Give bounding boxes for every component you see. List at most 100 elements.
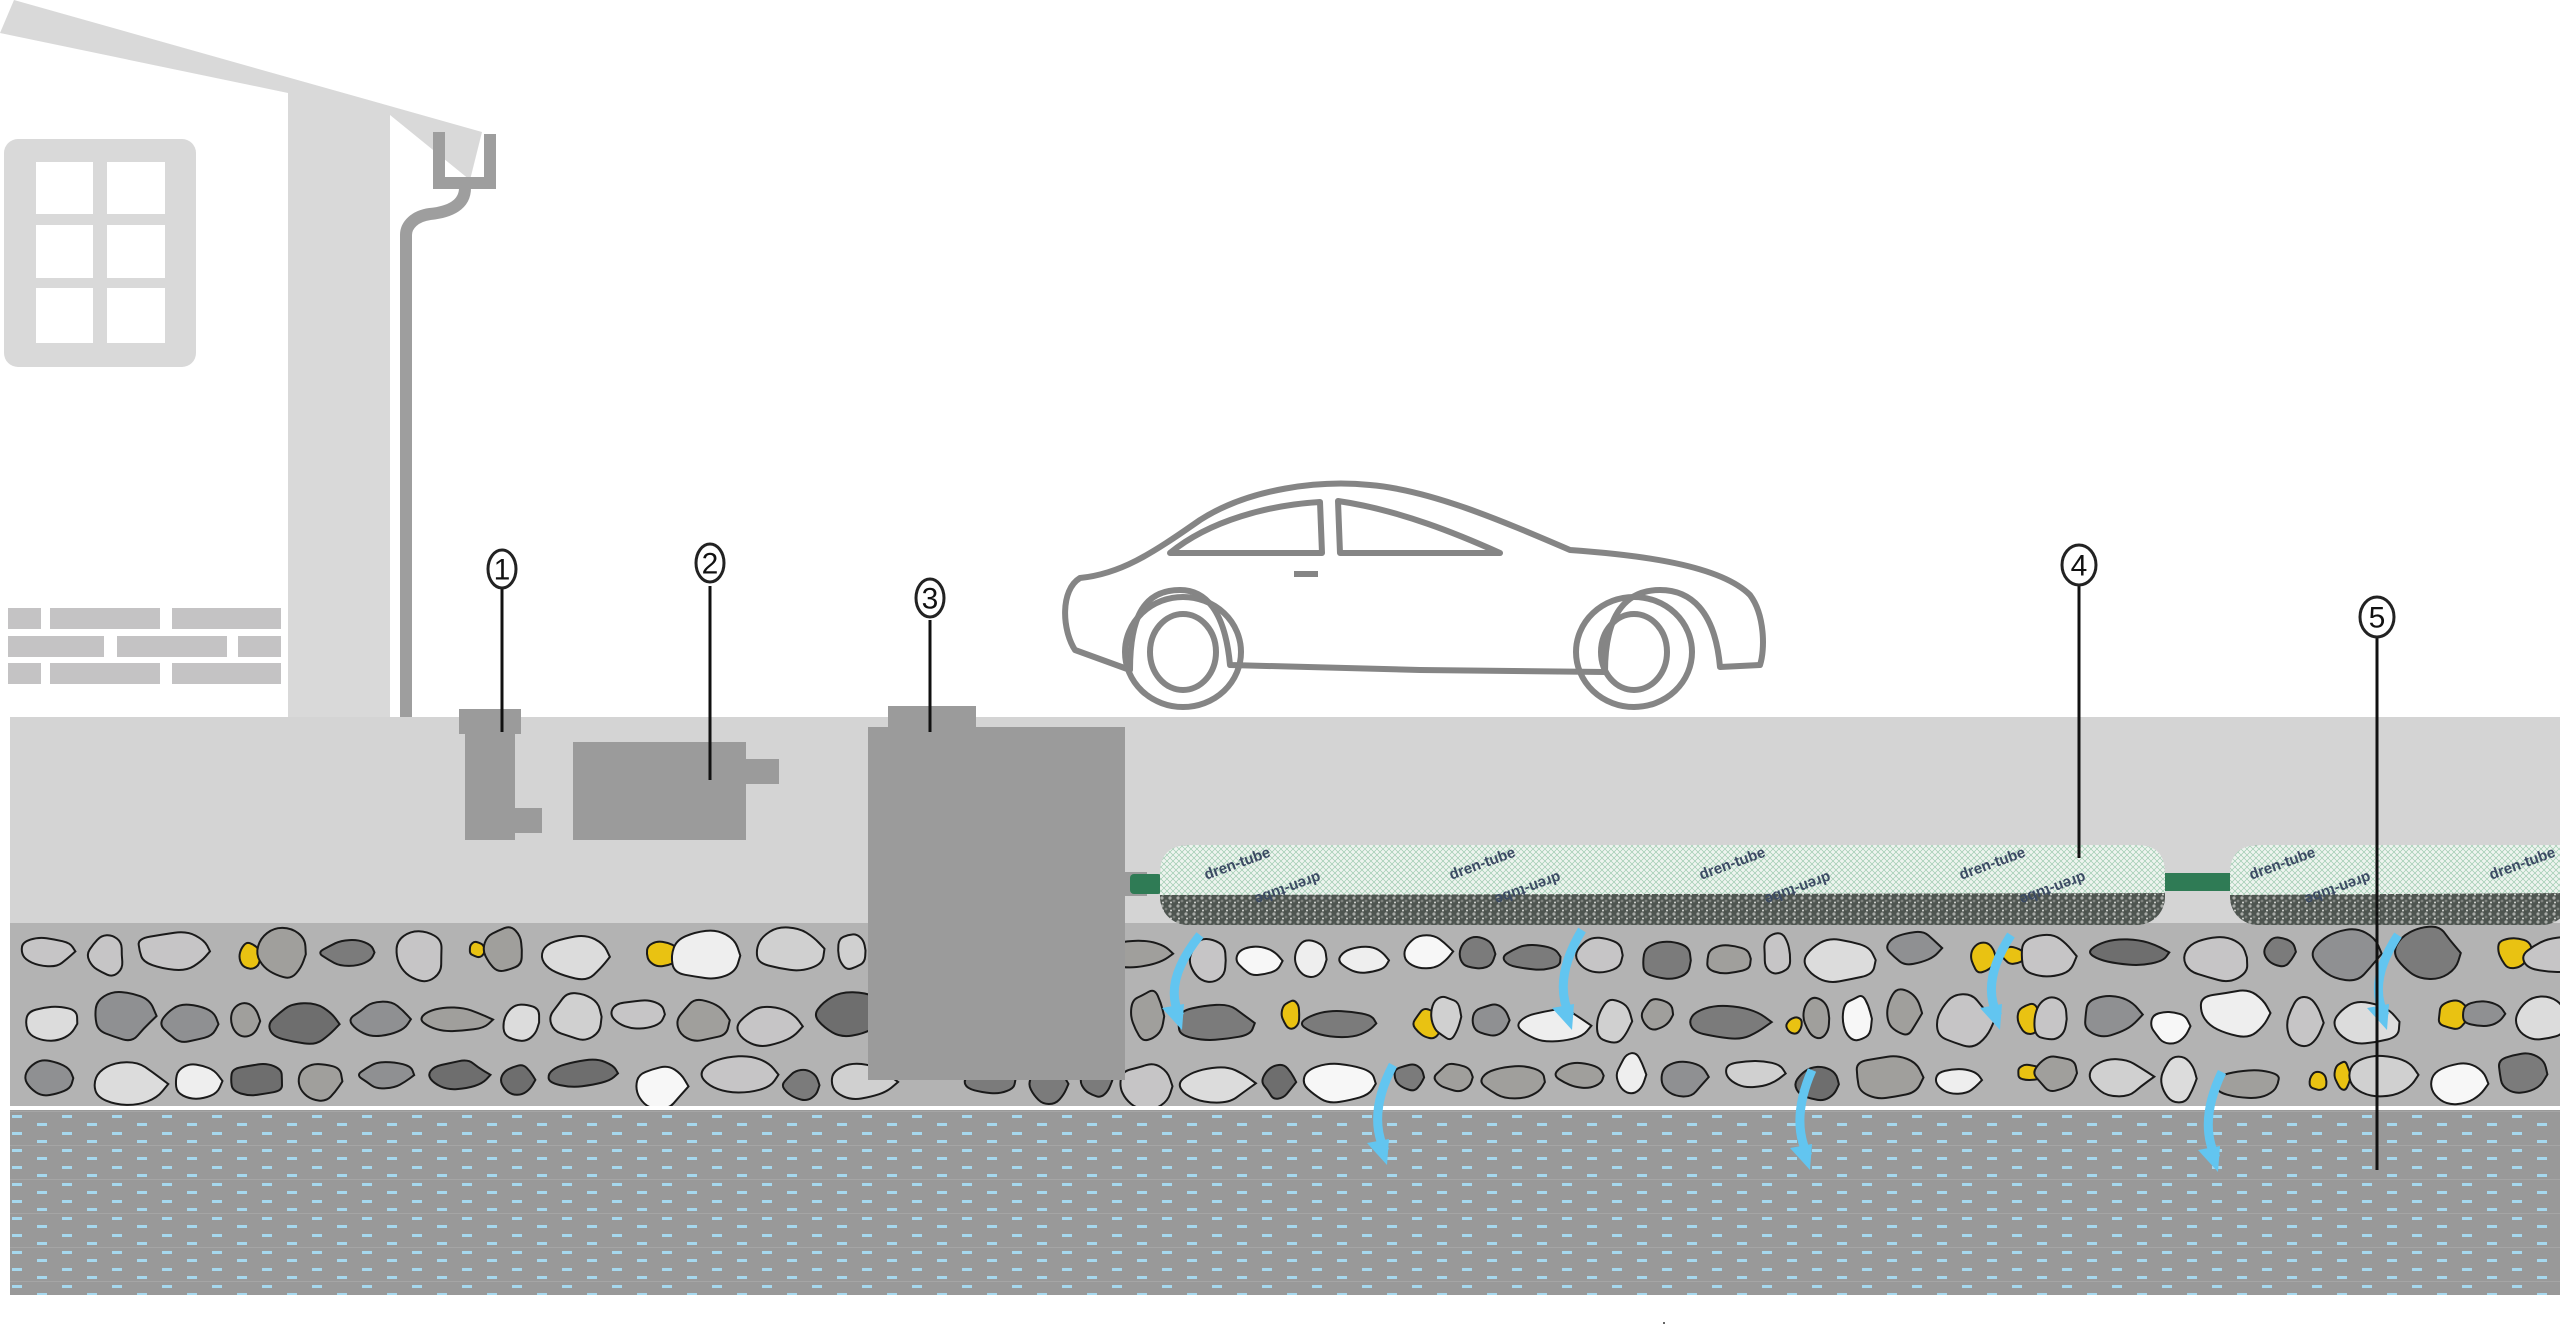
gravel-stone bbox=[2311, 928, 2383, 982]
callout-1: 1 bbox=[486, 548, 518, 732]
gravel-stone bbox=[1596, 998, 1634, 1044]
callout-5: 5 bbox=[2358, 595, 2396, 1170]
yellow-stone bbox=[2437, 999, 2473, 1030]
gravel-stone bbox=[1803, 938, 1877, 983]
gravel-stone bbox=[502, 1003, 541, 1042]
gravel-stone bbox=[1188, 937, 1227, 983]
gravel-stone bbox=[137, 931, 212, 971]
gravel-stone bbox=[428, 1059, 493, 1091]
gravel-stone bbox=[1403, 934, 1455, 970]
gravel-stone bbox=[2183, 936, 2249, 983]
flow-arrow-head bbox=[1790, 1144, 1812, 1170]
gravel-stone bbox=[2515, 995, 2560, 1041]
gravel-stone bbox=[93, 1061, 170, 1106]
gravel-stone bbox=[2160, 1055, 2198, 1104]
gravel-stone bbox=[1640, 998, 1675, 1031]
gravel-stone bbox=[2084, 995, 2145, 1038]
gravel-stone bbox=[2348, 1054, 2420, 1098]
gravel-stone bbox=[349, 1000, 413, 1038]
yellow-stone bbox=[1280, 999, 1301, 1030]
gravel-stone bbox=[20, 936, 77, 968]
gravel-stone bbox=[1119, 1063, 1174, 1111]
gravel-stone bbox=[1294, 939, 1328, 978]
connecting-pipe bbox=[746, 759, 779, 784]
gravel-stone bbox=[2394, 925, 2462, 980]
gravel-stone bbox=[230, 1002, 262, 1038]
gravel-stone bbox=[2020, 933, 2078, 978]
water-flow-arrows bbox=[1162, 927, 2402, 1172]
callout-3: 3 bbox=[914, 577, 946, 732]
callout-number: 4 bbox=[2071, 550, 2088, 583]
inlet-filter bbox=[459, 709, 542, 840]
flow-arrow-head bbox=[2198, 1146, 2220, 1172]
gravel-stone bbox=[1458, 935, 1497, 970]
gravel-stone bbox=[540, 934, 612, 981]
gravel-stone bbox=[174, 1063, 224, 1100]
gravel-stone bbox=[1936, 993, 1996, 1048]
subsoil-water-layer bbox=[10, 1110, 2560, 1295]
gravel-stone bbox=[1706, 944, 1752, 975]
gravel-stone bbox=[1855, 1055, 1925, 1100]
callout-number: 2 bbox=[702, 548, 719, 581]
gravel-stone bbox=[1886, 988, 1924, 1036]
gravel-stone bbox=[2089, 938, 2171, 966]
house bbox=[0, 0, 496, 770]
gravel-stone bbox=[837, 933, 867, 970]
callout-2: 2 bbox=[694, 542, 726, 780]
gravel-stones bbox=[20, 925, 2560, 1111]
yellow-stone bbox=[2308, 1070, 2328, 1091]
flow-arrow-head bbox=[1552, 1004, 1574, 1030]
gravel-stone bbox=[1393, 1063, 1426, 1092]
yellow-stone bbox=[1785, 1016, 1803, 1035]
roof bbox=[0, 0, 482, 717]
callout-4: 4 bbox=[2060, 543, 2098, 858]
callout-number: 5 bbox=[2369, 602, 2386, 635]
gravel-stone bbox=[94, 990, 158, 1042]
gravel-stone bbox=[1575, 936, 1624, 974]
brick-wall bbox=[8, 608, 281, 684]
gravel-stone bbox=[755, 926, 826, 972]
gravel-stone bbox=[635, 1065, 690, 1111]
stray-mark bbox=[1663, 1322, 1665, 1324]
gravel-stone bbox=[1261, 1063, 1298, 1100]
yellow-stone bbox=[2333, 1060, 2353, 1091]
gravel-stone bbox=[86, 934, 124, 977]
ground-section bbox=[10, 717, 2560, 1295]
window bbox=[4, 139, 196, 367]
gravel-stone bbox=[1886, 930, 1944, 966]
gravel-stone bbox=[1338, 945, 1391, 974]
gravel-stone bbox=[1430, 995, 1463, 1041]
flow-arrow-head bbox=[1162, 1004, 1184, 1030]
gravel-stone bbox=[676, 998, 731, 1042]
gravel-stone bbox=[1660, 1060, 1711, 1098]
gravel-stone bbox=[1725, 1059, 1788, 1089]
gravel-stone bbox=[736, 1005, 805, 1047]
gravel-stone bbox=[2522, 936, 2560, 974]
yellow-stone bbox=[238, 941, 262, 970]
gravel-stone bbox=[297, 1063, 344, 1102]
gravel-stone bbox=[1802, 996, 1831, 1040]
gravel-stone bbox=[482, 926, 523, 972]
distribution-chamber bbox=[868, 706, 1147, 1080]
gravel-stone bbox=[1300, 1009, 1378, 1039]
car-door-handle bbox=[1294, 571, 1318, 577]
yellow-stone bbox=[468, 940, 486, 959]
gravel-stone bbox=[25, 1005, 79, 1042]
gravel-stone bbox=[1130, 989, 1166, 1042]
gravel-stone bbox=[547, 1058, 620, 1088]
flow-arrow-head bbox=[1367, 1139, 1389, 1165]
gravel-stone bbox=[1177, 1003, 1257, 1041]
gravel-stone bbox=[1615, 1052, 1648, 1095]
gravel-stone bbox=[160, 1003, 220, 1043]
car-icon bbox=[1062, 480, 1766, 710]
gravel-stone bbox=[1433, 1062, 1474, 1093]
gravel-stone bbox=[1763, 932, 1792, 975]
gravel-stone bbox=[2462, 1000, 2507, 1028]
gravel-stone bbox=[2286, 995, 2325, 1048]
callout-number: 1 bbox=[494, 554, 511, 587]
gravel-stone bbox=[24, 1059, 75, 1097]
gravel-stone bbox=[319, 939, 376, 967]
gravel-stone bbox=[420, 1006, 495, 1033]
gravel-stone bbox=[1642, 940, 1692, 980]
